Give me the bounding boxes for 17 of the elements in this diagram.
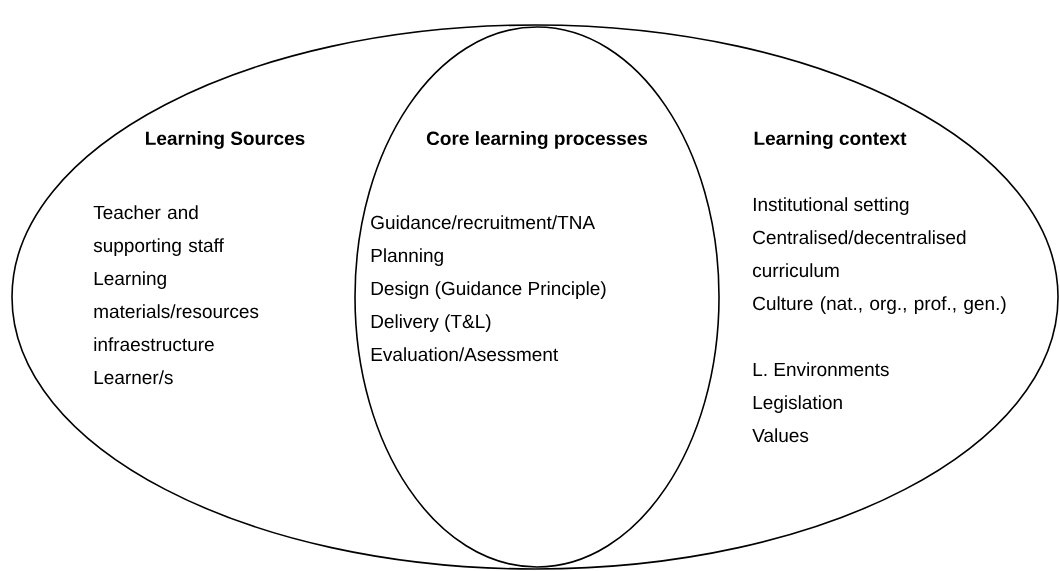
list-item: Legislation	[753, 395, 842, 413]
list-item: Evaluation/Asessment	[371, 347, 559, 362]
list-item: Institutional setting	[753, 197, 909, 215]
list-item: Culture (nat., org., prof., gen.)	[753, 296, 1006, 314]
list-item: Planning	[371, 248, 443, 266]
list-item: L. Environments	[753, 362, 889, 377]
list-item: Values	[752, 428, 809, 443]
list-item: Delivery (T&L)	[371, 314, 491, 332]
list-item: infraestructure	[94, 337, 214, 352]
section-heading: Learning context	[754, 131, 907, 149]
list-item: Centralised/decentralised curriculum	[753, 230, 966, 278]
list-item: Learner/s	[94, 370, 173, 385]
section-heading: Core learning processes	[426, 131, 648, 149]
list-item: Design (Guidance Principle)	[371, 281, 606, 299]
list-item: Guidance/recruitment/TNA	[371, 215, 596, 230]
section-heading: Learning Sources	[146, 131, 305, 149]
list-item: Teacher and supporting staff	[93, 205, 224, 256]
